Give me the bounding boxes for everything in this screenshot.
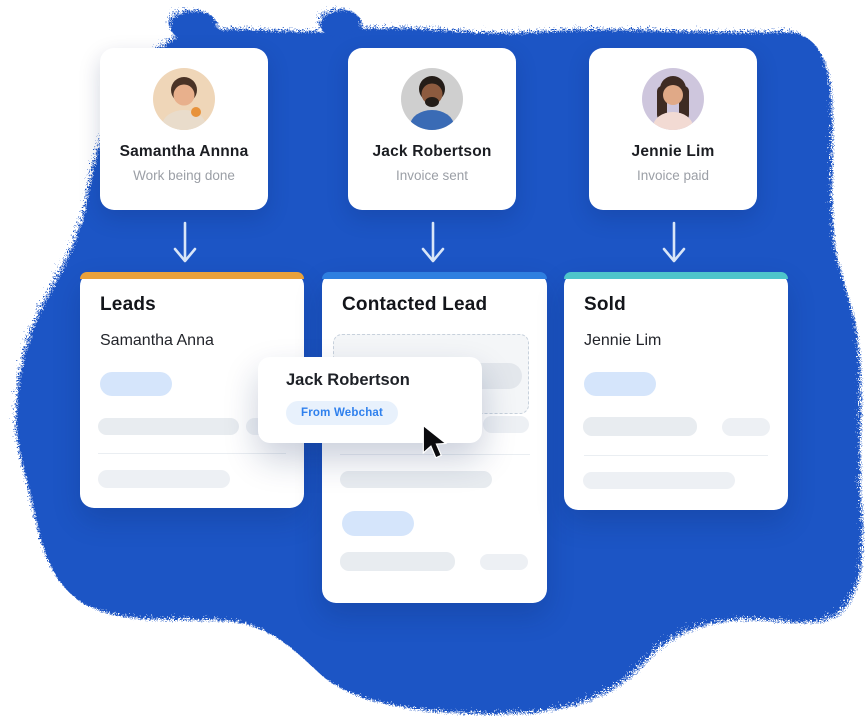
skeleton-pill xyxy=(722,418,770,436)
skeleton-pill xyxy=(480,554,528,570)
jack-avatar xyxy=(401,68,463,130)
contact-card-jennie: Jennie Lim Invoice paid xyxy=(589,48,757,210)
jennie-avatar xyxy=(642,68,704,130)
dragged-lead-card[interactable]: Jack Robertson From Webchat xyxy=(258,357,482,443)
skeleton-bar xyxy=(340,471,492,488)
down-arrow-icon xyxy=(662,221,686,263)
contact-status: Invoice paid xyxy=(636,168,710,183)
divider xyxy=(584,455,768,456)
skeleton-tag xyxy=(584,372,656,396)
down-arrow-icon xyxy=(173,221,197,263)
leads-accent-bar xyxy=(80,272,304,279)
samantha-avatar xyxy=(153,68,215,130)
contact-name: Jennie Lim xyxy=(631,143,715,160)
down-arrow-icon xyxy=(421,221,445,263)
skeleton-bar xyxy=(583,472,735,489)
contact-card-jack: Jack Robertson Invoice sent xyxy=(348,48,516,210)
column-title: Leads xyxy=(100,294,156,315)
skeleton-bar xyxy=(340,552,455,571)
dragged-lead-name: Jack Robertson xyxy=(286,371,410,389)
lead-entry-name: Jennie Lim xyxy=(584,332,662,349)
contact-name: Jack Robertson xyxy=(372,143,492,160)
pipeline-column-leads: Leads Samantha Anna xyxy=(80,272,304,508)
contact-status: Work being done xyxy=(133,168,235,183)
contact-name: Samantha Annna xyxy=(119,143,249,160)
skeleton-tag xyxy=(342,511,414,536)
lead-entry-name: Samantha Anna xyxy=(100,332,214,349)
column-title: Contacted Lead xyxy=(342,294,488,315)
divider xyxy=(98,453,286,454)
skeleton-bar xyxy=(98,418,239,435)
contact-status: Invoice sent xyxy=(395,168,469,183)
contacted-accent-bar xyxy=(322,272,547,279)
column-title: Sold xyxy=(584,294,626,315)
contact-card-samantha: Samantha Annna Work being done xyxy=(100,48,268,210)
pipeline-column-sold: Sold Jennie Lim xyxy=(564,272,788,510)
skeleton-pill xyxy=(483,416,529,433)
source-badge: From Webchat xyxy=(286,401,399,425)
skeleton-tag xyxy=(100,372,172,396)
sold-accent-bar xyxy=(564,272,788,279)
skeleton-bar xyxy=(583,417,697,436)
skeleton-bar xyxy=(98,470,230,488)
cursor-icon xyxy=(422,424,448,459)
